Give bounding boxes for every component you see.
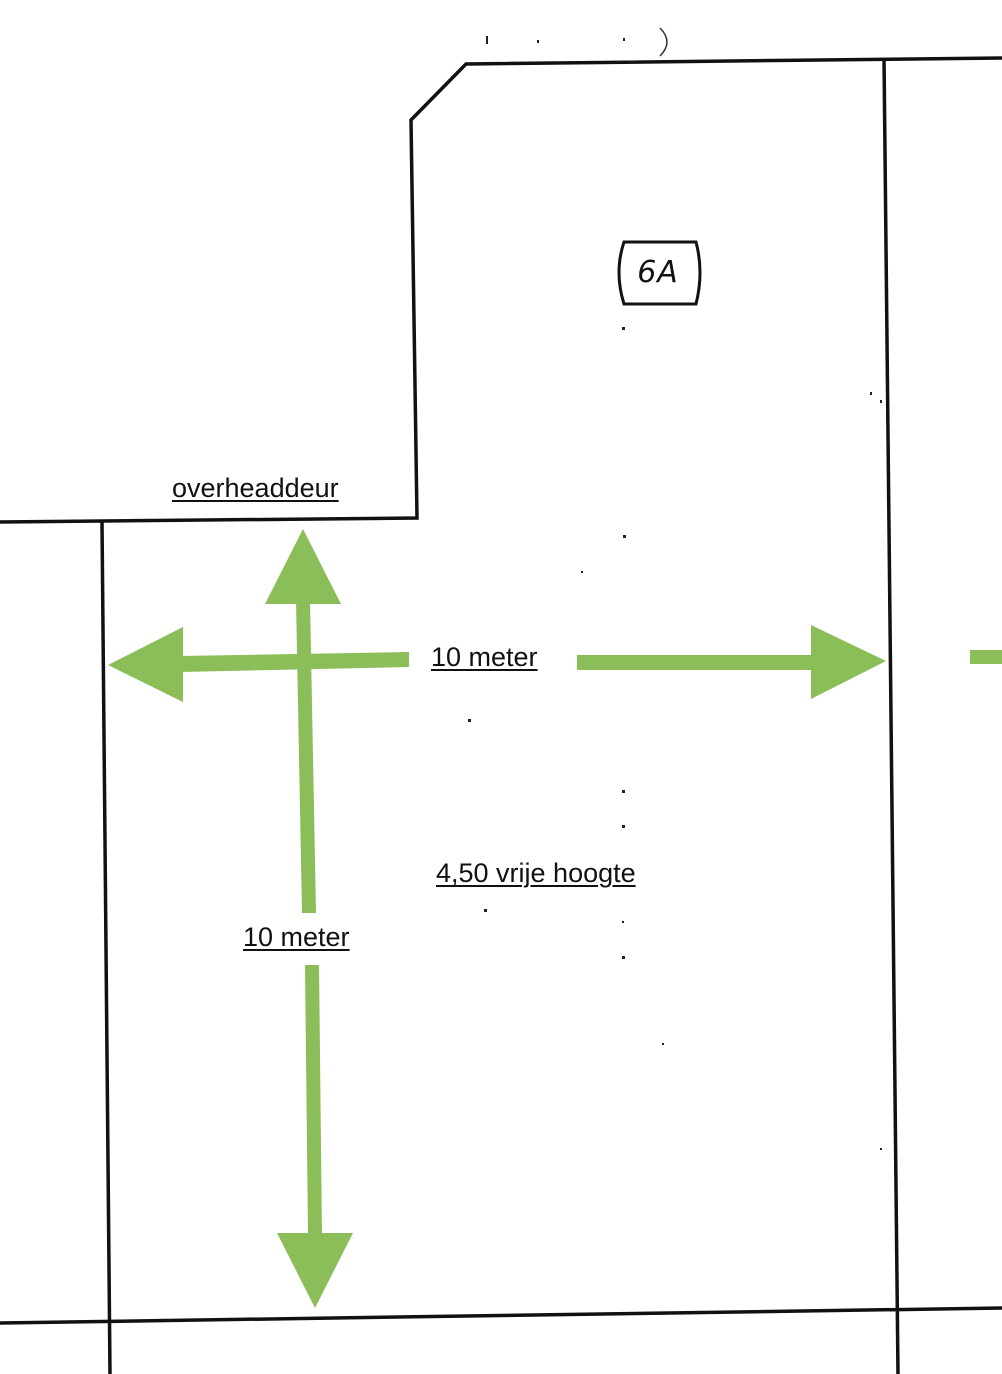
walls	[0, 56, 1002, 1374]
depth-arrow-bottom-shaft	[305, 965, 322, 1236]
unit-number-badge: 6A	[614, 240, 702, 304]
right-wall	[882, 57, 900, 1374]
depth-arrow-top-head	[265, 529, 341, 604]
left-wall	[100, 521, 112, 1374]
top-mark	[659, 27, 668, 57]
unit-outer-wall	[0, 56, 1002, 524]
dimension-arrows	[108, 529, 1002, 1308]
width-dimension-label: 10 meter	[431, 642, 538, 672]
width-arrow-right-head	[811, 625, 886, 699]
overhead-door-label: overheaddeur	[172, 473, 339, 503]
unit-badge-frame	[617, 240, 702, 306]
width-arrow-right-shaft	[577, 655, 814, 670]
depth-arrow-top-shaft	[296, 600, 316, 913]
width-arrow-left-head	[108, 627, 183, 702]
depth-dimension-label: 10 meter	[243, 922, 350, 952]
adjacent-arrow-stub	[970, 650, 1002, 664]
clear-height-label: 4,50 vrije hoogte	[436, 858, 636, 888]
depth-arrow-bottom-head	[277, 1233, 353, 1308]
unit-number: 6A	[637, 254, 679, 290]
bottom-wall	[0, 1306, 1002, 1325]
width-arrow-left-shaft	[180, 652, 409, 672]
speckles	[468, 36, 882, 1150]
